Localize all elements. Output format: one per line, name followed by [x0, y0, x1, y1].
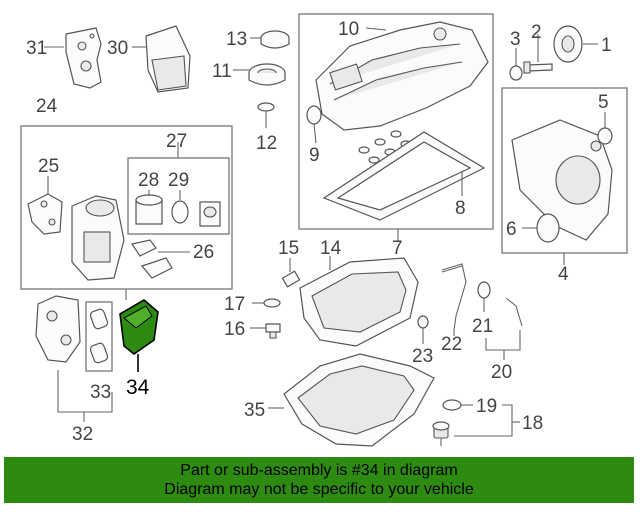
part-13-cap: [260, 30, 290, 49]
part-16-drain-plug: [265, 323, 281, 339]
part-6-seal-ring: [536, 213, 560, 243]
callout-3: 3: [510, 29, 521, 50]
part-oil-level-sensor: [432, 421, 450, 446]
callout-8: 8: [455, 198, 466, 219]
callout-20: 20: [491, 362, 512, 383]
callout-19: 19: [476, 396, 497, 417]
callout-9: 9: [309, 145, 320, 166]
callout-25: 25: [38, 156, 59, 177]
part-filter-cap: [199, 201, 221, 227]
part-23-oring: [417, 315, 429, 329]
part-32-oil-pump: [35, 295, 81, 363]
part-30-cover: [145, 25, 191, 93]
callout-27: 27: [166, 131, 187, 152]
part-26-gaskets: [131, 239, 173, 279]
callout-26: 26: [193, 242, 214, 263]
callout-34[interactable]: 34: [126, 376, 150, 399]
part-33-gaskets: [89, 308, 109, 364]
callout-35: 35: [244, 400, 265, 421]
callout-15: 15: [278, 238, 299, 259]
callout-4: 4: [558, 264, 569, 285]
callout-24: 24: [36, 96, 58, 117]
callout-10: 10: [338, 19, 359, 40]
group-box-33: [85, 301, 113, 372]
callout-2: 2: [531, 22, 542, 43]
callout-7: 7: [392, 238, 403, 259]
callout-32: 32: [72, 424, 93, 445]
part-15-plug: [281, 270, 301, 288]
part-19-oring: [442, 399, 462, 411]
callout-31: 31: [26, 38, 47, 59]
parts-diagram: 31 30 13 11 12 10 9 8 7 3 2 1 5 6 4 24 2…: [20, 13, 628, 447]
callout-5: 5: [598, 92, 609, 113]
callout-1: 1: [601, 35, 612, 56]
callout-21: 21: [472, 316, 493, 337]
callout-29: 29: [168, 170, 189, 191]
part-3-washer: [509, 65, 523, 81]
callout-23: 23: [412, 346, 433, 367]
part-4-timing-cover: [511, 119, 613, 241]
callout-18: 18: [522, 413, 543, 434]
group-box-7: [298, 13, 494, 230]
part-28-filter: [135, 190, 163, 225]
part-31-gasket: [65, 27, 102, 89]
callout-28: 28: [138, 170, 159, 191]
callout-17: 17: [224, 294, 245, 315]
part-34-highlighted[interactable]: [119, 299, 159, 355]
banner-line-2: Diagram may not be specific to your vehi…: [164, 481, 474, 498]
part-oil-filter-housing: [71, 195, 125, 281]
part-8-gasket: [322, 131, 486, 221]
part-29-oring: [171, 190, 189, 224]
callout-12: 12: [256, 133, 277, 154]
part-22-dipstick-tube: [441, 263, 467, 331]
part-14-oil-pan: [299, 257, 419, 347]
part-9-oring: [306, 105, 322, 125]
callout-13: 13: [226, 29, 247, 50]
part-21-oring: [477, 281, 491, 299]
part-2-bolt: [523, 61, 553, 74]
part-35-lower-oil-pan: [283, 353, 435, 447]
callout-22: 22: [441, 334, 462, 355]
callout-11: 11: [212, 61, 232, 82]
callout-16: 16: [224, 319, 245, 340]
part-17-washer: [263, 298, 281, 308]
part-25-gasket: [27, 193, 63, 235]
banner-line-1: Part or sub-assembly is #34 in diagram: [180, 462, 458, 479]
part-11-ring: [248, 63, 286, 86]
callout-14: 14: [320, 238, 342, 259]
callout-6: 6: [506, 219, 517, 240]
info-banner: Part or sub-assembly is #34 in diagram D…: [4, 457, 634, 503]
callout-30: 30: [107, 38, 128, 59]
part-5-seal: [597, 127, 613, 145]
callout-33: 33: [90, 382, 111, 403]
part-1-pulley: [553, 25, 583, 63]
part-10-valve-cover: [315, 21, 489, 131]
part-dipstick: [505, 297, 523, 327]
part-12-oring: [257, 102, 275, 112]
